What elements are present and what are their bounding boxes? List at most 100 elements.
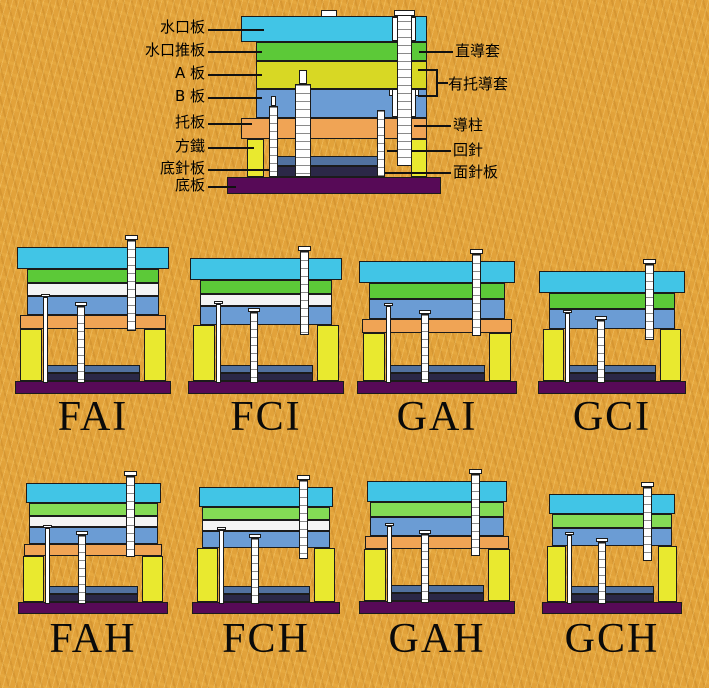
mold-plate-cyan xyxy=(189,258,343,280)
ejector-pin xyxy=(597,320,606,383)
leader-line xyxy=(436,82,448,84)
mold-spacer-left xyxy=(362,333,385,381)
plate-ejector-bottom xyxy=(273,166,379,177)
mold-plate-green xyxy=(549,293,675,309)
plate-ejector-retainer xyxy=(273,156,379,166)
mold-base-plate xyxy=(538,381,686,394)
mold-label-gah: GAH xyxy=(388,616,486,662)
mold-gah xyxy=(350,469,524,614)
guide-pillar-cap xyxy=(640,482,654,487)
center-ejector-sleeve xyxy=(295,84,311,177)
mold-base-plate xyxy=(15,381,171,394)
leader-line xyxy=(208,29,264,31)
mold-ejector-plate-top xyxy=(221,586,311,594)
ejector-pin xyxy=(421,534,430,603)
mold-graphic-gch xyxy=(542,482,682,614)
mold-spacer-right xyxy=(143,329,166,381)
mold-label-fci: FCI xyxy=(230,394,302,440)
guide-pillar xyxy=(126,476,135,558)
mold-plate-cyan xyxy=(539,271,685,293)
mold-ejector-plate-bottom xyxy=(389,373,485,381)
leader-line xyxy=(414,125,451,127)
mold-label-fch: FCH xyxy=(222,616,310,662)
guide-pillar-cap xyxy=(642,259,656,264)
ejector-pin-cap xyxy=(596,538,608,542)
mold-plate-cyan xyxy=(358,261,516,283)
mold-plate-green xyxy=(199,280,333,294)
return-pin-cap xyxy=(43,524,52,528)
label-a-plate: A 板 xyxy=(174,64,205,82)
guide-pillar xyxy=(644,264,654,341)
return-pin-cap xyxy=(562,309,572,313)
ejector-pin-cap xyxy=(76,531,88,536)
ejector-pin-cap xyxy=(248,308,261,313)
leader-line xyxy=(382,172,451,174)
mold-spacer-right xyxy=(657,546,678,602)
mold-plate-white_plate xyxy=(28,516,158,527)
mold-graphic-fah xyxy=(18,471,168,614)
leader-line xyxy=(208,123,252,125)
guide-pillar xyxy=(471,474,481,557)
guide-pillar xyxy=(642,487,652,562)
left-pin-tip xyxy=(271,96,276,106)
leader-line xyxy=(208,97,262,99)
mold-plate-white_plate xyxy=(26,283,160,296)
label-bottom-plate: 底板 xyxy=(174,176,205,194)
mold-fci xyxy=(180,230,352,394)
ejector-pin-cap xyxy=(75,301,88,306)
ejector-pin-cap xyxy=(419,530,432,535)
mold-graphic-gai xyxy=(357,249,517,394)
return-pin xyxy=(218,530,224,604)
mold-spacer-left xyxy=(197,548,218,602)
mold-plate-blue xyxy=(369,299,505,319)
guide-pillar-cap xyxy=(298,246,312,251)
mold-plate-cyan xyxy=(366,481,508,502)
plate-bottom-plate xyxy=(227,177,441,194)
mold-structure-diagram xyxy=(225,10,465,208)
mold-ejector-plate-bottom xyxy=(46,373,140,381)
leader-line xyxy=(419,51,453,53)
label-return-pin: 回針 xyxy=(453,141,484,159)
return-pin-cap xyxy=(385,523,395,527)
return-pin xyxy=(387,526,393,603)
guide-pillar-cap xyxy=(394,10,415,16)
ejector-pin-cap xyxy=(595,316,608,321)
mold-plate-blue xyxy=(26,296,160,315)
mold-plate-blue xyxy=(202,531,330,548)
mold-spacer-right xyxy=(660,329,681,381)
return-pin-cap xyxy=(214,301,224,305)
mold-graphic-gah xyxy=(359,469,515,614)
ejector-pin xyxy=(251,537,260,604)
leader-line xyxy=(387,150,451,152)
mold-ejector-plate-top xyxy=(219,365,313,373)
mold-spacer-left xyxy=(193,325,216,381)
mold-spacer-left xyxy=(20,329,43,381)
mold-plate-lime xyxy=(28,503,158,516)
mold-ejector-plate-top xyxy=(567,365,657,373)
left-ejector-pin xyxy=(269,106,278,177)
label-ejector-bottom-plate: 底針板 xyxy=(159,159,205,177)
mold-label-fah: FAH xyxy=(49,616,137,662)
leader-line xyxy=(208,74,262,76)
mold-plate-cyan xyxy=(549,494,675,514)
return-pin xyxy=(216,304,222,383)
label-b-plate: B 板 xyxy=(174,87,205,105)
mold-plate-green xyxy=(369,283,505,299)
return-pin xyxy=(385,306,391,383)
return-pin xyxy=(564,312,570,383)
mold-spacer-left xyxy=(546,546,567,602)
mold-spacer-left xyxy=(23,556,45,602)
label-spacer-block: 方鐵 xyxy=(174,137,205,155)
mold-spacer-right xyxy=(487,549,510,601)
return-pin xyxy=(377,110,385,177)
mold-ejector-plate-bottom xyxy=(570,594,654,602)
mold-spacer-right xyxy=(489,333,512,381)
mold-spacer-left xyxy=(364,549,387,601)
mold-graphic-fch xyxy=(192,475,340,614)
mold-plate-orange xyxy=(19,315,167,329)
mold-plate-lime xyxy=(369,502,505,517)
label-runner-plate: 水口板 xyxy=(159,18,205,36)
mold-graphic-fci xyxy=(188,246,344,394)
mold-plate-orange xyxy=(361,319,513,333)
